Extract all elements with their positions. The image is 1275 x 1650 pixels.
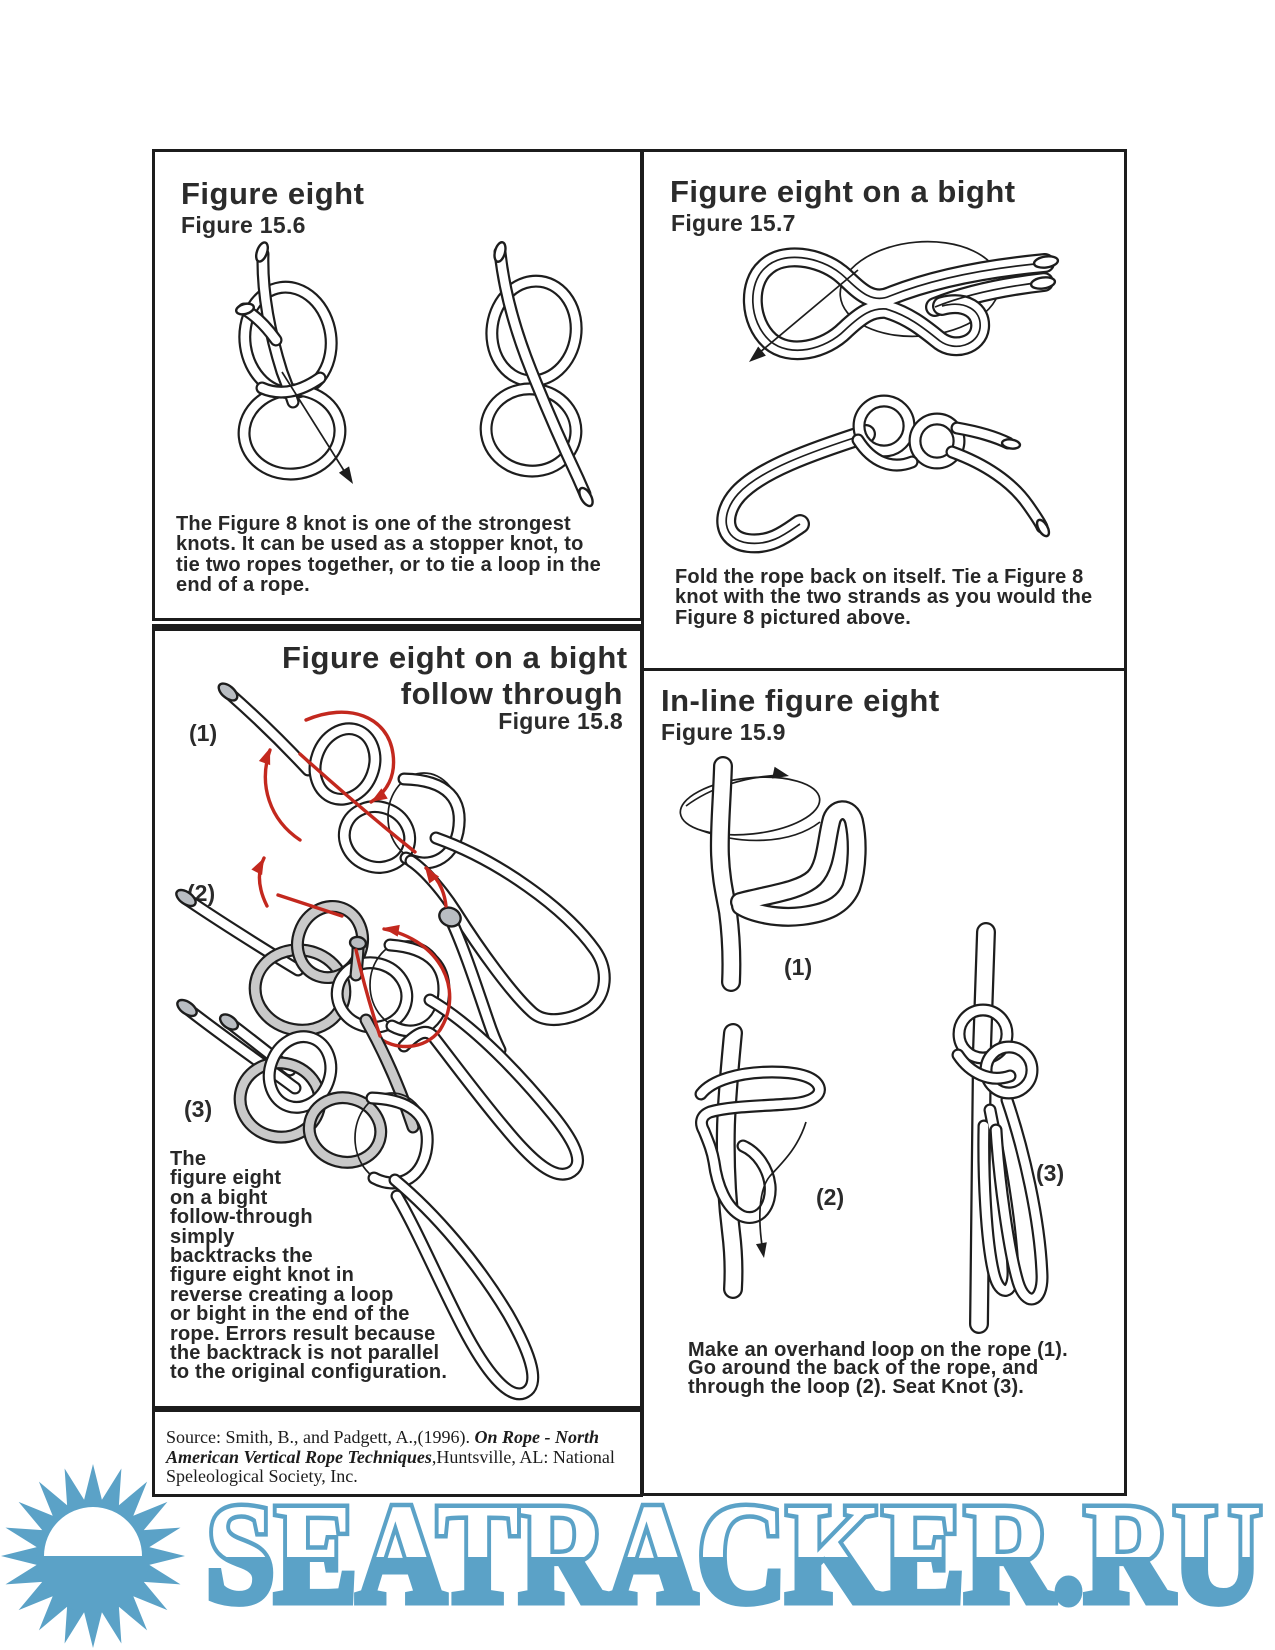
svg-text:SEATRACKER.RU: SEATRACKER.RU	[206, 1474, 1262, 1632]
